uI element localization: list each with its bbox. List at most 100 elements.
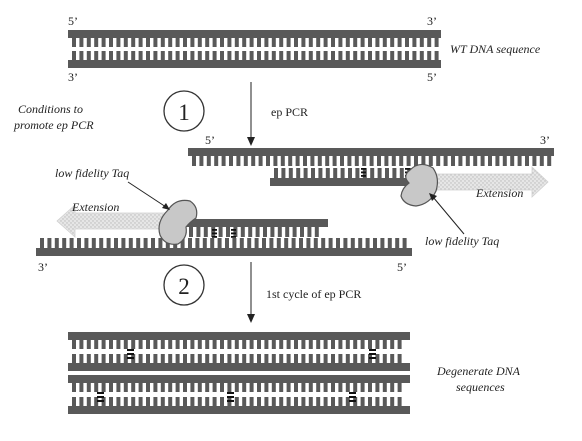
base-tooth	[262, 238, 266, 248]
base-tooth	[72, 340, 76, 349]
extension-right-label: Extension	[475, 186, 523, 200]
base-tooth	[242, 354, 247, 363]
base-tooth	[220, 397, 224, 406]
wt-bottom-3prime-label: 3’	[68, 70, 78, 84]
lower-3prime-label: 3’	[38, 260, 48, 274]
taq-right-label: low fidelity Taq	[425, 234, 499, 248]
base-tooth	[205, 397, 210, 406]
base-tooth	[138, 383, 143, 392]
upper-5prime-label: 5’	[205, 133, 215, 147]
degenerate-1-top-bases	[72, 340, 402, 349]
base-tooth	[331, 383, 335, 392]
base-tooth	[79, 51, 84, 60]
base-tooth	[146, 383, 150, 392]
base-tooth	[353, 340, 358, 349]
base-tooth	[220, 51, 224, 60]
base-tooth	[340, 156, 344, 166]
base-tooth	[264, 51, 269, 60]
base-tooth	[233, 227, 238, 237]
base-tooth	[301, 51, 306, 60]
base-tooth	[202, 238, 207, 248]
base-tooth	[136, 238, 141, 248]
base-tooth	[308, 397, 313, 406]
base-tooth	[436, 156, 441, 166]
base-tooth	[168, 38, 173, 47]
base-tooth	[360, 354, 365, 363]
base-tooth	[77, 238, 81, 248]
base-tooth	[214, 156, 219, 166]
base-tooth	[99, 238, 104, 248]
base-tooth	[229, 156, 233, 166]
base-tooth	[292, 227, 297, 237]
base-tooth	[79, 340, 84, 349]
primer-backbone	[270, 178, 417, 186]
mutation-mark	[127, 349, 134, 359]
base-tooth	[303, 156, 307, 166]
base-tooth	[86, 397, 91, 406]
step-2-arrow-head	[247, 314, 255, 323]
base-tooth	[397, 383, 402, 392]
base-tooth	[419, 38, 424, 47]
base-tooth	[116, 354, 121, 363]
wt-dna-duplex	[68, 30, 441, 68]
base-tooth	[190, 354, 195, 363]
mutation-mark	[227, 392, 234, 402]
degenerate-duplex-2	[68, 375, 410, 414]
base-tooth	[227, 383, 232, 392]
base-tooth	[153, 38, 158, 47]
base-tooth	[301, 340, 306, 349]
wt-bottom-5prime-label: 5’	[427, 70, 437, 84]
base-tooth	[190, 383, 195, 392]
base-tooth	[279, 397, 284, 406]
base-tooth	[502, 156, 507, 166]
wt-top-backbone	[68, 30, 441, 38]
base-tooth	[288, 168, 293, 178]
base-tooth	[350, 238, 355, 248]
degenerate-1-bottom-bases	[72, 354, 402, 363]
base-tooth	[116, 397, 121, 406]
lower-primer-backbone	[185, 219, 328, 227]
base-tooth	[160, 383, 165, 392]
base-tooth	[86, 340, 91, 349]
base-tooth	[345, 38, 350, 47]
base-tooth	[419, 51, 424, 60]
base-tooth	[109, 397, 113, 406]
base-tooth	[368, 383, 372, 392]
base-tooth	[257, 51, 261, 60]
upper-primer-extension	[270, 168, 417, 186]
base-tooth	[175, 38, 180, 47]
base-tooth	[495, 156, 500, 166]
base-tooth	[323, 354, 328, 363]
base-tooth	[249, 383, 254, 392]
base-tooth	[168, 51, 173, 60]
base-tooth	[382, 51, 387, 60]
base-tooth	[123, 51, 128, 60]
base-tooth	[197, 383, 202, 392]
base-tooth	[217, 238, 222, 248]
base-tooth	[196, 227, 201, 237]
base-tooth	[392, 168, 397, 178]
base-tooth	[318, 168, 323, 178]
base-tooth	[301, 354, 306, 363]
base-tooth	[257, 397, 261, 406]
base-tooth	[94, 354, 99, 363]
base-tooth	[158, 238, 163, 248]
base-tooth	[131, 340, 136, 349]
base-tooth	[525, 156, 529, 166]
base-tooth	[385, 168, 389, 178]
base-tooth	[236, 156, 241, 166]
base-tooth	[299, 238, 303, 248]
base-tooth	[153, 354, 158, 363]
base-tooth	[510, 156, 515, 166]
base-tooth	[331, 340, 335, 349]
base-tooth	[227, 354, 232, 363]
base-tooth	[323, 397, 328, 406]
base-tooth	[412, 51, 417, 60]
base-tooth	[264, 397, 269, 406]
base-tooth	[242, 383, 247, 392]
base-tooth	[406, 156, 411, 166]
base-tooth	[338, 51, 343, 60]
base-tooth	[183, 38, 187, 47]
base-tooth	[205, 340, 210, 349]
